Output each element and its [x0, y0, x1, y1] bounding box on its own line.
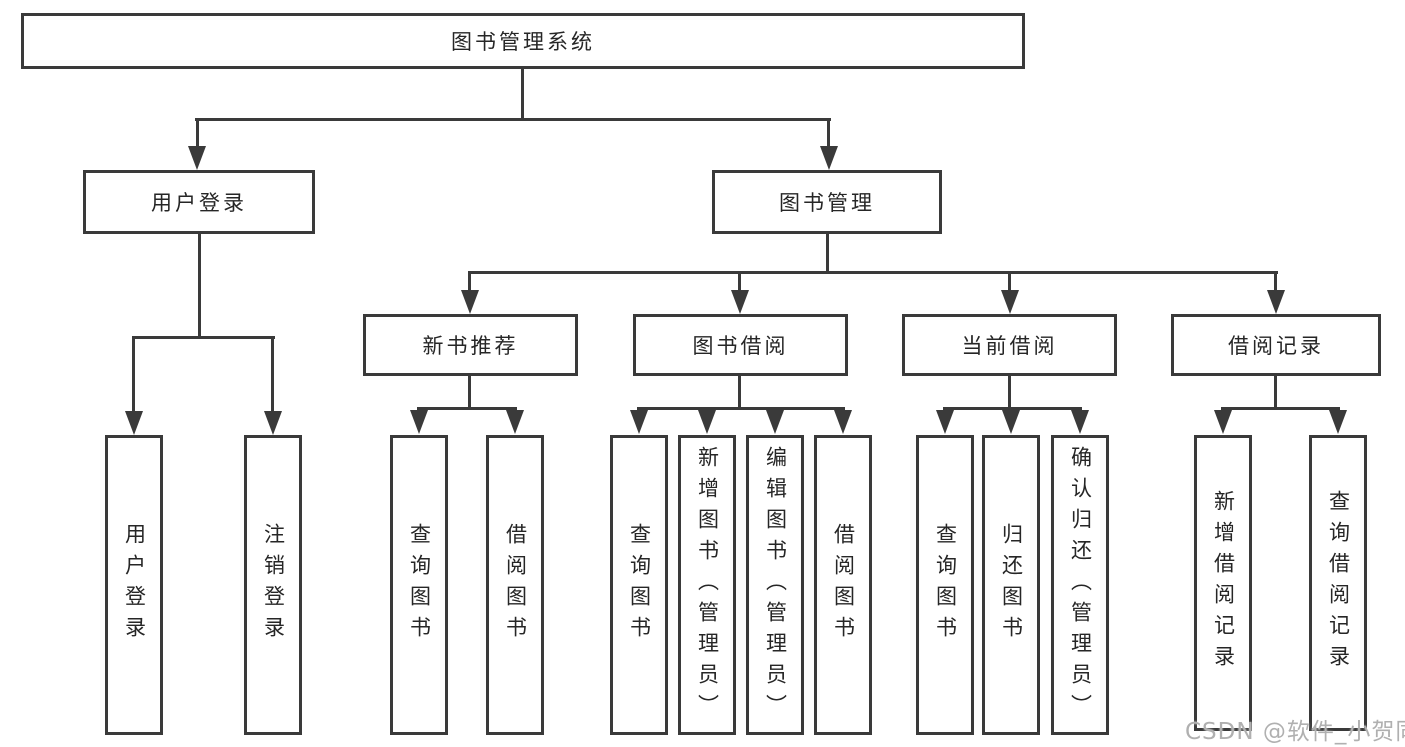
- connector-line: [738, 376, 741, 408]
- node-leaf-user-login: 用户登录: [105, 435, 163, 735]
- arrow-down-icon: [461, 290, 479, 314]
- node-label: 当前借阅: [961, 334, 1058, 358]
- arrow-down-icon: [125, 411, 143, 435]
- arrow-down-icon: [1329, 410, 1347, 434]
- connector-line: [198, 234, 201, 336]
- connector-line: [1008, 271, 1011, 292]
- connector-line: [271, 336, 274, 412]
- node-label: 查询图书: [627, 523, 652, 647]
- connector-line: [637, 407, 845, 410]
- connector-line: [1274, 271, 1277, 292]
- connector-line: [132, 336, 135, 412]
- connector-line: [132, 336, 275, 339]
- node-label: 新增借阅记录: [1211, 490, 1236, 676]
- node-leaf-borrow-books-1: 借阅图书: [486, 435, 544, 735]
- node-label: 查询图书: [407, 523, 432, 647]
- connector-line: [468, 376, 471, 408]
- node-label: 用户登录: [151, 191, 247, 215]
- arrow-down-icon: [1001, 290, 1019, 314]
- node-label: 确认归还（管理员）: [1068, 445, 1093, 725]
- arrow-down-icon: [1002, 410, 1020, 434]
- node-leaf-query-books-3: 查询图书: [916, 435, 974, 735]
- arrow-down-icon: [506, 410, 524, 434]
- node-book-borrowing: 图书借阅: [633, 314, 848, 376]
- node-library-system: 图书管理系统: [21, 13, 1025, 69]
- node-leaf-return-book: 归还图书: [982, 435, 1040, 735]
- node-label: 新书推荐: [422, 334, 519, 358]
- arrow-down-icon: [766, 410, 784, 434]
- arrow-down-icon: [188, 146, 206, 170]
- connector-line: [195, 118, 831, 121]
- node-leaf-confirm-return-admin: 确认归还（管理员）: [1051, 435, 1109, 735]
- node-leaf-query-books-2: 查询图书: [610, 435, 668, 735]
- node-user-login: 用户登录: [83, 170, 315, 234]
- connector-line: [196, 118, 199, 148]
- node-label: 注销登录: [261, 523, 286, 647]
- connector-line: [468, 271, 471, 292]
- arrow-down-icon: [410, 410, 428, 434]
- arrow-down-icon: [1071, 410, 1089, 434]
- connector-line: [1008, 376, 1011, 408]
- arrow-down-icon: [1214, 410, 1232, 434]
- connector-line: [521, 69, 524, 118]
- node-leaf-query-borrow-record: 查询借阅记录: [1309, 435, 1367, 731]
- arrow-down-icon: [264, 411, 282, 435]
- node-leaf-logout: 注销登录: [244, 435, 302, 735]
- connector-line: [943, 407, 1082, 410]
- node-leaf-add-borrow-record: 新增借阅记录: [1194, 435, 1252, 731]
- arrow-down-icon: [731, 290, 749, 314]
- arrow-down-icon: [820, 146, 838, 170]
- node-label: 图书管理: [779, 191, 875, 215]
- connector-line: [827, 118, 830, 148]
- node-label: 图书借阅: [692, 334, 789, 358]
- node-current-borrowing: 当前借阅: [902, 314, 1117, 376]
- node-label: 查询图书: [933, 523, 958, 647]
- node-label: 借阅图书: [831, 523, 856, 647]
- arrow-down-icon: [936, 410, 954, 434]
- arrow-down-icon: [834, 410, 852, 434]
- node-label: 图书管理系统: [451, 30, 595, 54]
- node-label: 查询借阅记录: [1326, 490, 1351, 676]
- node-borrowing-records: 借阅记录: [1171, 314, 1381, 376]
- node-label: 借阅图书: [503, 523, 528, 647]
- connector-line: [417, 407, 517, 410]
- node-leaf-edit-book-admin: 编辑图书（管理员）: [746, 435, 804, 735]
- node-label: 归还图书: [999, 523, 1024, 647]
- node-leaf-borrow-books-2: 借阅图书: [814, 435, 872, 735]
- node-new-book-recommend: 新书推荐: [363, 314, 578, 376]
- connector-line: [826, 234, 829, 272]
- arrow-down-icon: [1267, 290, 1285, 314]
- connector-line: [738, 271, 741, 292]
- arrow-down-icon: [698, 410, 716, 434]
- node-leaf-add-book-admin: 新增图书（管理员）: [678, 435, 736, 735]
- node-label: 新增图书（管理员）: [695, 445, 720, 725]
- node-label: 编辑图书（管理员）: [763, 445, 788, 725]
- node-book-management: 图书管理: [712, 170, 942, 234]
- connector-line: [1221, 407, 1340, 410]
- node-leaf-query-books-1: 查询图书: [390, 435, 448, 735]
- node-label: 用户登录: [122, 523, 147, 647]
- arrow-down-icon: [630, 410, 648, 434]
- connector-line: [468, 271, 1278, 274]
- node-label: 借阅记录: [1228, 334, 1324, 358]
- watermark: CSDN @软件_小贺同学: [1185, 719, 1405, 745]
- connector-line: [1274, 376, 1277, 408]
